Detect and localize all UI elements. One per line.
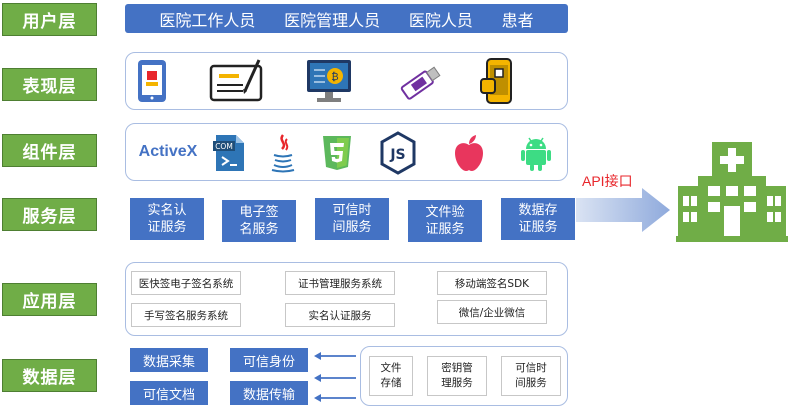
layer-label-application: 应用层	[2, 283, 97, 316]
data-box-trusted-time: 可信时间服务	[501, 356, 561, 396]
com-icon: COM	[211, 132, 247, 174]
app-box: 证书管理服务系统	[285, 271, 395, 295]
svg-text:JS: JS	[389, 147, 405, 163]
service-box-file-verify: 文件验证服务	[408, 200, 482, 242]
layer-label-service: 服务层	[2, 198, 97, 231]
apple-icon	[451, 132, 487, 174]
component-panel: ActiveX COM JS	[125, 123, 568, 181]
service-box-timestamp: 可信时间服务	[315, 198, 389, 240]
user-role: 患者	[501, 10, 534, 30]
signature-pad-icon	[208, 55, 266, 105]
data-box-file-storage: 文件存储	[369, 356, 413, 396]
data-box-trusted-identity: 可信身份	[230, 348, 308, 372]
data-box-key-management: 密钥管理服务	[427, 356, 487, 396]
layer-label-data: 数据层	[2, 359, 97, 392]
app-box: 实名认证服务	[285, 303, 395, 327]
html5-icon	[319, 132, 355, 174]
data-box-collection: 数据采集	[130, 348, 208, 372]
layer-label-user: 用户层	[2, 3, 97, 36]
app-box: 微信/企业微信	[437, 300, 547, 324]
layer-label-component: 组件层	[2, 134, 97, 167]
activex-icon: ActiveX	[138, 143, 198, 160]
api-label: API接口	[582, 173, 633, 189]
usb-key-icon	[396, 59, 444, 105]
presentation-panel: ₿	[125, 52, 568, 110]
user-role: 医院工作人员	[159, 10, 256, 30]
app-box: 移动端签名SDK	[437, 271, 547, 295]
user-role: 医院人员	[408, 10, 473, 30]
data-arrows	[312, 346, 358, 406]
svg-text:₿: ₿	[331, 71, 338, 83]
tablet-icon	[134, 58, 170, 104]
nodejs-icon: JS	[378, 130, 418, 176]
android-icon	[518, 132, 554, 174]
layer-label-presentation: 表现层	[2, 68, 97, 101]
app-box: 医快签电子签名系统	[131, 271, 241, 295]
app-box: 手写签名服务系统	[131, 303, 241, 327]
service-box-identity: 实名认证服务	[130, 198, 204, 240]
smartphone-icon	[478, 57, 520, 105]
computer-monitor-icon: ₿	[304, 57, 354, 105]
api-arrow	[576, 186, 672, 234]
service-box-data-evidence: 数据存证服务	[501, 198, 575, 240]
com-label: COM	[215, 142, 233, 151]
user-roles-bar: 医院工作人员 医院管理人员 医院人员 患者	[125, 4, 568, 33]
data-box-trusted-document: 可信文档	[130, 381, 208, 405]
java-icon	[266, 132, 300, 174]
service-box-esign: 电子签名服务	[222, 200, 296, 242]
hospital-icon	[676, 140, 788, 246]
user-role: 医院管理人员	[284, 10, 381, 30]
data-box-transmission: 数据传输	[230, 381, 308, 405]
